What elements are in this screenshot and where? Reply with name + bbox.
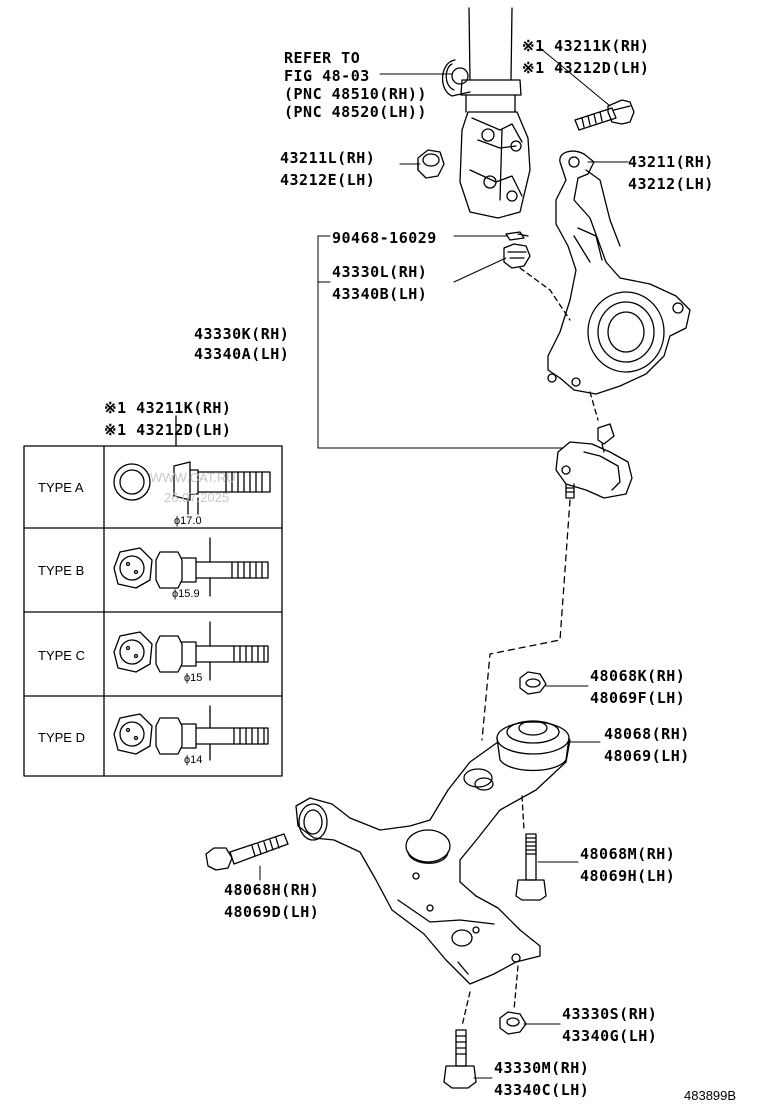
leader-lines: [259, 47, 629, 1079]
part-label-48069f[interactable]: 48069F(LH): [590, 689, 686, 707]
steering-knuckle: [547, 150, 691, 395]
part-label-48068h[interactable]: 48068H(RH): [224, 881, 320, 899]
part-label-43330l[interactable]: 43330L(RH): [332, 263, 428, 281]
shock-absorber-strut: [459, 7, 531, 219]
type-a-bolt-drawing: [113, 461, 271, 515]
part-label-43340c[interactable]: 43340C(LH): [494, 1081, 590, 1099]
diagram-code: 483899B: [684, 1088, 737, 1103]
lower-control-arm: [295, 739, 571, 985]
part-label-43211[interactable]: 43211(RH): [628, 153, 714, 171]
nut-43330s: [499, 1011, 527, 1035]
part-label-48069[interactable]: 48069(LH): [604, 747, 690, 765]
stabilizer-link-bracket: [441, 59, 471, 97]
type-c-label: TYPE C: [38, 648, 85, 663]
refer-text-line4: (PNC 48520(LH)): [284, 103, 427, 121]
part-label-48069d[interactable]: 48069D(LH): [224, 903, 320, 921]
nut-43211l: [417, 149, 445, 179]
part-label-43330m[interactable]: 43330M(RH): [494, 1059, 590, 1077]
part-label-48069h[interactable]: 48069H(LH): [580, 867, 676, 885]
type-c-bolt-drawing: [113, 621, 269, 681]
part-label-43212d-table[interactable]: ※1 43212D(LH): [104, 421, 232, 439]
part-label-48068k[interactable]: 48068K(RH): [590, 667, 686, 685]
upper-bolt-43211k: [574, 99, 635, 131]
type-d-label: TYPE D: [38, 730, 85, 745]
watermark-line1: WWW.CAT.RU: [150, 470, 236, 485]
part-label-43340b[interactable]: 43340B(LH): [332, 285, 428, 303]
part-label-48068m[interactable]: 48068M(RH): [580, 845, 676, 863]
nut-48068k: [519, 671, 547, 695]
type-d-bolt-drawing: [113, 705, 269, 761]
type-b-diameter: ϕ15.9: [172, 588, 200, 600]
cotter-pin-90468: [505, 231, 529, 241]
bolt-48068m: [515, 833, 547, 901]
bushing-48068: [496, 720, 570, 772]
bolt-48068h: [205, 833, 289, 871]
type-b-bolt-drawing: [113, 537, 269, 597]
part-label-43211k-top[interactable]: ※1 43211K(RH): [522, 37, 650, 55]
refer-text-line2: FIG 48-03: [284, 67, 370, 85]
type-d-diameter: ϕ14: [184, 754, 203, 766]
part-label-48068[interactable]: 48068(RH): [604, 725, 690, 743]
type-c-diameter: ϕ15: [184, 672, 203, 684]
ball-joint-43330k: [555, 423, 633, 499]
type-a-diameter: ϕ17.0: [174, 515, 202, 527]
part-label-43211k-table[interactable]: ※1 43211K(RH): [104, 399, 232, 417]
type-a-label: TYPE A: [38, 480, 84, 495]
part-label-43212e[interactable]: 43212E(LH): [280, 171, 376, 189]
castle-nut-43330l: [503, 243, 531, 269]
part-label-43330k[interactable]: 43330K(RH): [194, 325, 290, 343]
bolt-43330m: [443, 1029, 477, 1089]
part-label-43212[interactable]: 43212(LH): [628, 175, 714, 193]
part-label-43211l[interactable]: 43211L(RH): [280, 149, 376, 167]
bolt-type-table: [23, 415, 283, 777]
refer-text-line1: REFER TO: [284, 49, 361, 67]
part-label-90468-16029[interactable]: 90468-16029: [332, 229, 437, 247]
refer-text-line3: (PNC 48510(RH)): [284, 85, 427, 103]
part-label-43212d-top[interactable]: ※1 43212D(LH): [522, 59, 650, 77]
watermark-line2: 26.07.2025: [164, 490, 230, 505]
type-b-label: TYPE B: [38, 563, 85, 578]
part-label-43340a[interactable]: 43340A(LH): [194, 345, 290, 363]
part-label-43330s[interactable]: 43330S(RH): [562, 1005, 658, 1023]
part-label-43340g[interactable]: 43340G(LH): [562, 1027, 658, 1045]
